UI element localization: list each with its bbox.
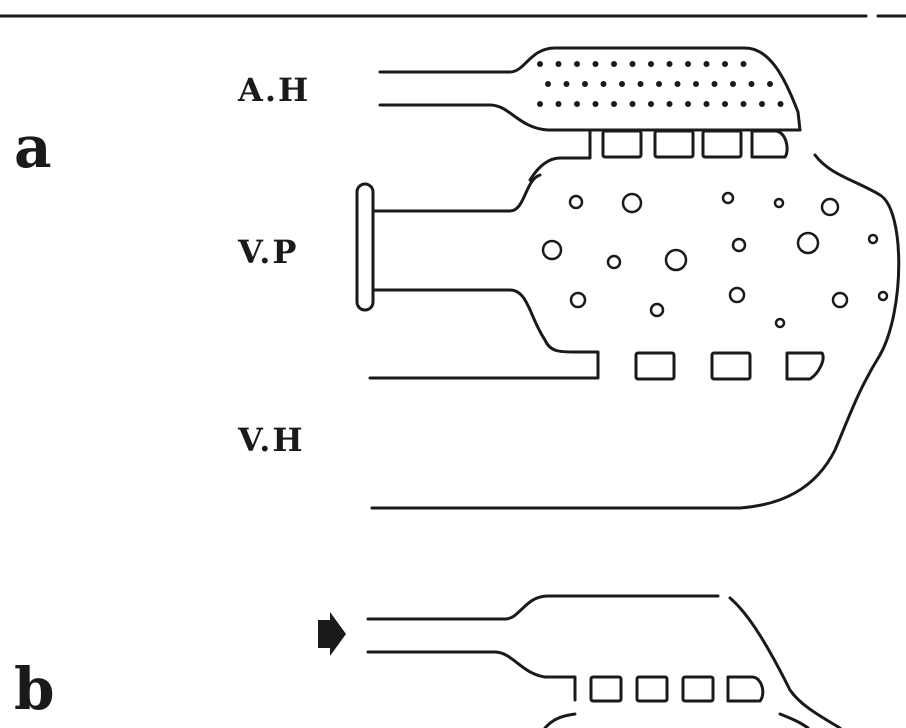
vesicle (776, 319, 784, 327)
ah-particle-dot (545, 81, 551, 87)
vp-lower-arm (370, 290, 598, 378)
ah-particle-dot (712, 81, 718, 87)
b-inner-wall (545, 714, 575, 728)
vp-upper-arm (373, 175, 540, 211)
vesicle (651, 304, 663, 316)
vesicle (775, 199, 783, 207)
b-outer-wall (730, 598, 840, 728)
lower-pore-2 (712, 353, 750, 379)
vesicle (723, 193, 733, 203)
ah-particle-dot (675, 81, 681, 87)
region-label-vp: V.P (238, 236, 298, 268)
ah-particle-dot (601, 81, 607, 87)
ah-particle-dot (537, 101, 543, 107)
region-label-ah: A.H (238, 74, 310, 106)
vesicle (869, 235, 877, 243)
ah-particle-dot (730, 81, 736, 87)
panel-label-b: b (14, 660, 55, 718)
ah-particle-dot (722, 101, 728, 107)
panel-label-a: a (14, 118, 52, 176)
ah-particle-dot (685, 101, 691, 107)
b-pore-4 (728, 677, 763, 701)
ah-particle-dot (767, 81, 773, 87)
ah-particle-dot (593, 101, 599, 107)
ah-particle-dot (582, 81, 588, 87)
ah-particle-dot (619, 81, 625, 87)
vp-plate (357, 184, 373, 310)
ah-particle-dot (648, 101, 654, 107)
vesicle (733, 239, 745, 251)
ah-particle-dot (667, 101, 673, 107)
flow-arrow-icon (318, 612, 346, 656)
vesicle (730, 288, 744, 302)
ah-particle-dot (537, 61, 543, 67)
vesicle (798, 233, 818, 253)
ah-particle-dot (556, 61, 562, 67)
ah-particle-dot (556, 101, 562, 107)
vesicle (571, 293, 585, 307)
upper-pore-3 (703, 131, 741, 157)
ah-particle-dot (630, 101, 636, 107)
ah-particle-dot (722, 61, 728, 67)
ah-particle-dot (759, 101, 765, 107)
ah-particle-dot (693, 81, 699, 87)
ah-particle-dot (778, 101, 784, 107)
upper-pore-1 (603, 131, 641, 157)
ah-particle-dot (749, 81, 755, 87)
upper-pore-2 (655, 131, 693, 157)
vesicle (623, 194, 641, 212)
vesicle (608, 256, 620, 268)
vesicle (666, 250, 686, 270)
upper-pore-4 (752, 131, 787, 157)
ah-channel-top-wall (380, 48, 800, 130)
region-label-vh: V.H (238, 424, 305, 456)
vesicle (879, 292, 887, 300)
b-channel-bottom-wall (368, 652, 575, 700)
ah-particles (537, 61, 784, 107)
ah-particle-dot (648, 61, 654, 67)
ah-channel-bottom-wall (380, 105, 800, 130)
vesicle (822, 199, 838, 215)
vp-outer-wall (372, 155, 899, 508)
b-pore-3 (683, 677, 713, 701)
ah-particle-dot (741, 101, 747, 107)
upper-pore-row-wall (530, 130, 590, 180)
b-right-wall (780, 714, 808, 728)
vesicle (543, 241, 561, 259)
ah-particle-dot (741, 61, 747, 67)
vp-vesicles (543, 193, 887, 327)
ah-particle-dot (593, 61, 599, 67)
ah-particle-dot (638, 81, 644, 87)
ah-particle-dot (611, 61, 617, 67)
vesicle (833, 293, 847, 307)
vesicle (570, 196, 582, 208)
b-pore-2 (637, 677, 667, 701)
ah-particle-dot (611, 101, 617, 107)
lower-pore-3 (787, 353, 823, 379)
ah-particle-dot (574, 101, 580, 107)
ah-particle-dot (667, 61, 673, 67)
ah-particle-dot (685, 61, 691, 67)
ah-particle-dot (656, 81, 662, 87)
ah-particle-dot (704, 101, 710, 107)
ah-particle-dot (564, 81, 570, 87)
ah-particle-dot (574, 61, 580, 67)
ah-particle-dot (630, 61, 636, 67)
ah-particle-dot (704, 61, 710, 67)
b-pore-1 (591, 677, 621, 701)
lower-pore-1 (636, 353, 674, 379)
b-channel-top-wall (368, 596, 718, 619)
